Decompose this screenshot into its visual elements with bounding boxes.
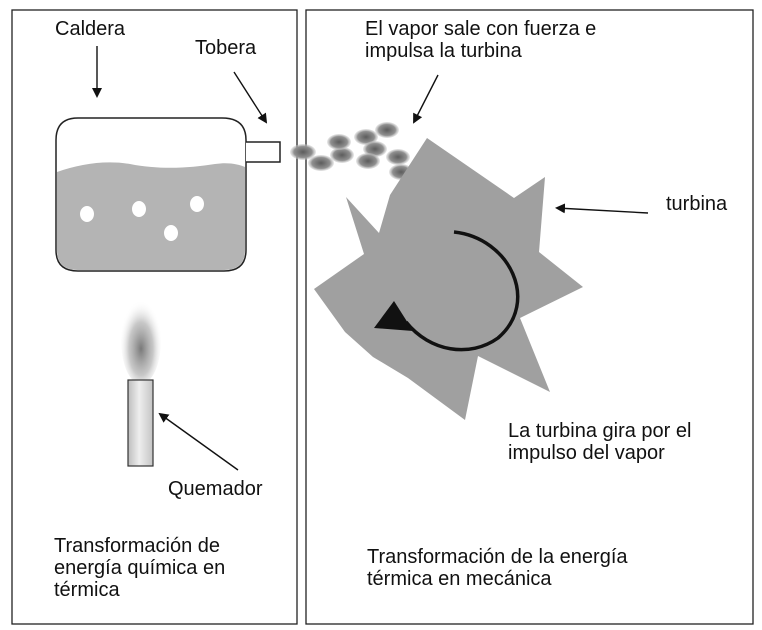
steam-puffs xyxy=(290,122,413,180)
flame xyxy=(121,296,161,384)
vapor-label-line: impulsa la turbina xyxy=(365,40,522,62)
turbine xyxy=(314,138,583,420)
vapor-label-line: El vapor sale con fuerza e xyxy=(365,18,597,40)
left-caption-line: Transformación de xyxy=(54,535,220,557)
vapor-label: El vapor sale con fuerza e impulsa la tu… xyxy=(365,18,596,62)
boiler xyxy=(55,117,247,272)
bubble xyxy=(80,206,94,222)
steam-puff xyxy=(386,149,410,165)
vapor-arrow xyxy=(413,74,439,124)
steam-puff xyxy=(363,141,387,157)
left-caption: Transformación de energía química en tér… xyxy=(54,535,225,601)
steam-puff xyxy=(375,122,399,138)
left-caption-line: térmica xyxy=(54,579,120,601)
left-caption-line: energía química en xyxy=(54,557,226,579)
boiler-water xyxy=(57,162,245,270)
bubble xyxy=(164,225,178,241)
steam-puff xyxy=(327,134,351,150)
steam-puff xyxy=(330,147,354,163)
gira-label-line: impulso del vapor xyxy=(508,442,665,464)
quemador-arrow xyxy=(158,412,239,471)
turbina-label: turbina xyxy=(666,193,728,215)
steam-puff xyxy=(356,153,380,169)
burner xyxy=(121,296,161,467)
nozzle xyxy=(246,141,281,163)
turbina-arrow xyxy=(555,203,649,214)
tobera-label: Tobera xyxy=(195,37,257,59)
quemador-label: Quemador xyxy=(168,478,263,500)
bubble xyxy=(190,196,204,212)
left-panel-frame xyxy=(11,9,298,625)
rotation-arrow xyxy=(374,230,520,352)
gira-label-line: La turbina gira por el xyxy=(508,420,692,442)
steam-puff xyxy=(308,155,334,171)
caldera-label: Caldera xyxy=(55,18,126,40)
right-caption-line: térmica en mecánica xyxy=(367,568,552,590)
right-caption-line: Transformación de la energía xyxy=(367,546,628,568)
turbina-gira-label: La turbina gira por el impulso del vapor xyxy=(508,420,691,464)
bubble xyxy=(132,201,146,217)
tobera-arrow xyxy=(233,71,268,124)
steam-puff xyxy=(290,144,316,160)
right-caption: Transformación de la energía térmica en … xyxy=(367,546,628,590)
right-panel-frame xyxy=(305,9,754,625)
steam-puff xyxy=(354,129,378,145)
